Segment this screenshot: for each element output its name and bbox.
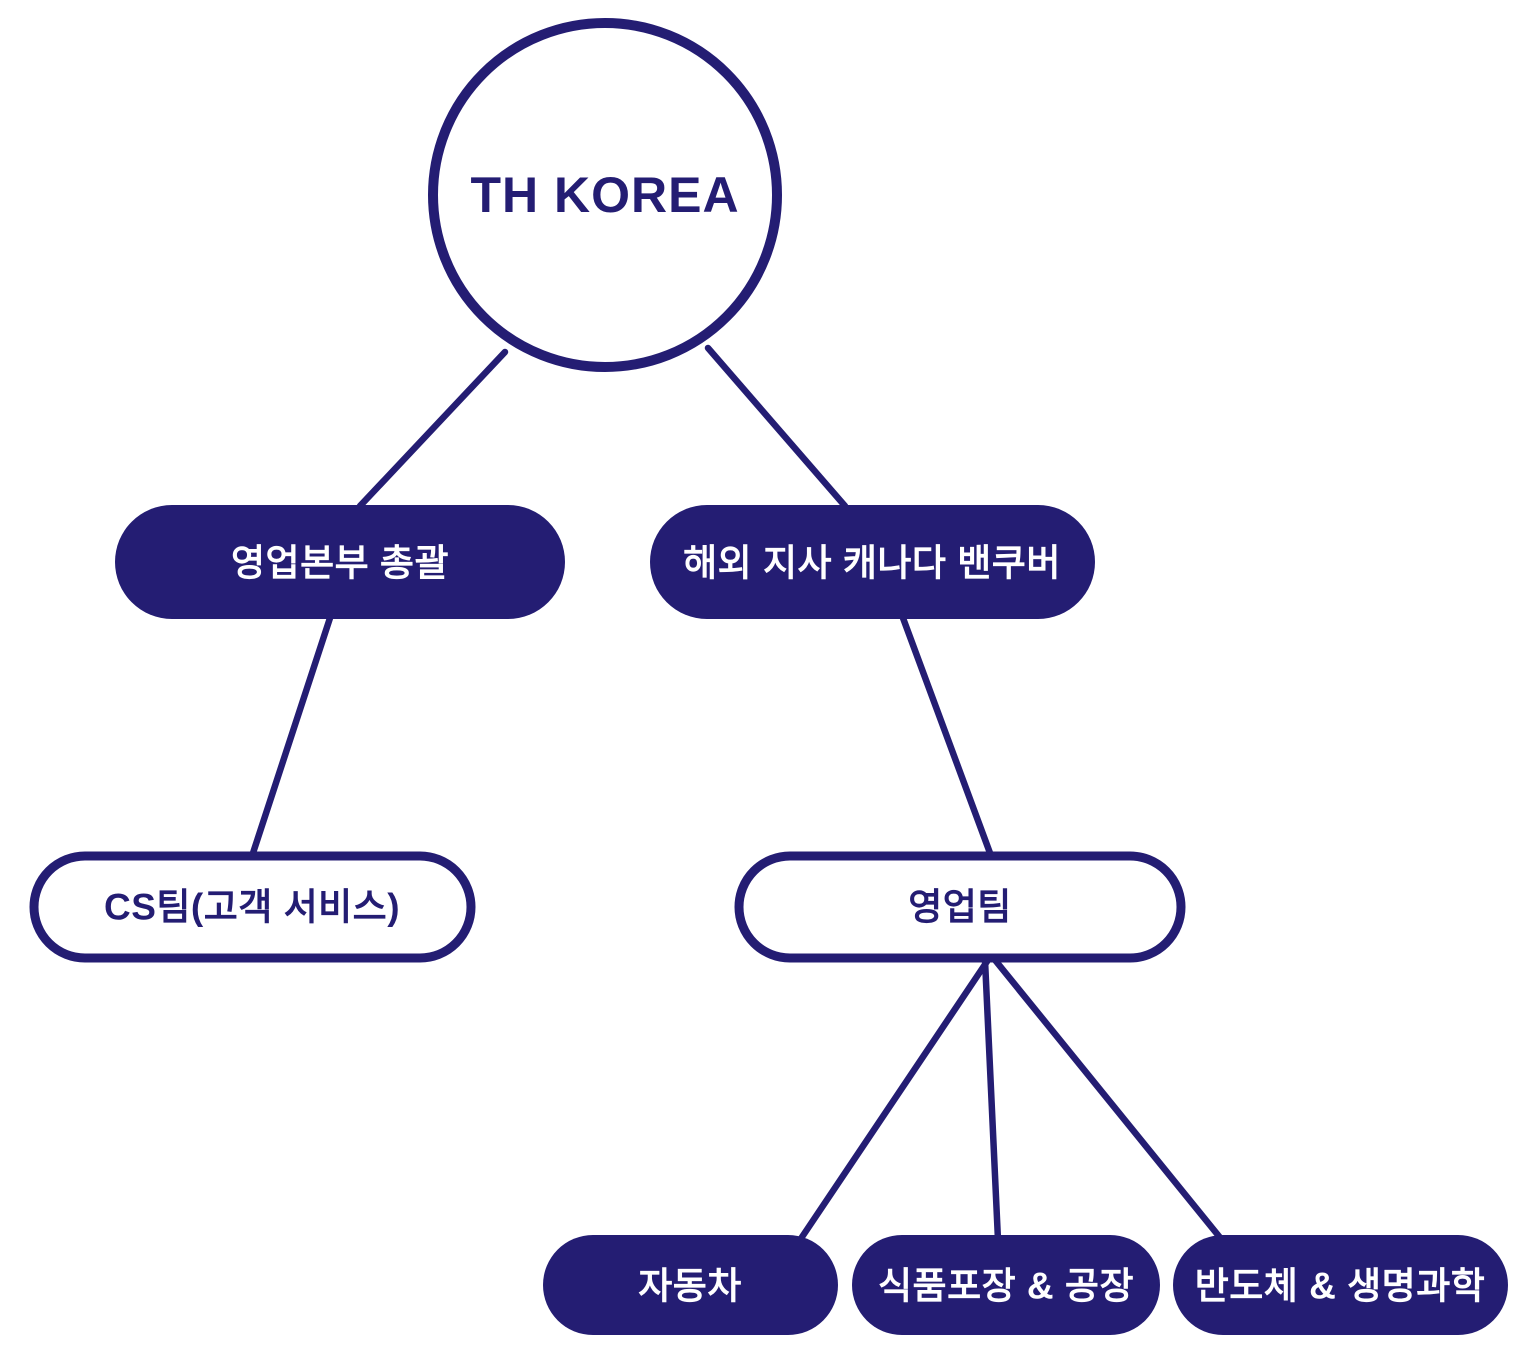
edge-root-to-overseas-branch [704,344,849,510]
node-semiconductor: 반도체 & 생명과학 [1173,1235,1508,1335]
cs-team-label: CS팀(고객 서비스) [104,887,400,928]
edge-sales-team-to-automotive [796,956,992,1244]
sales-hq-pill [115,505,565,619]
edge-sales-team-to-food-packaging [981,956,1002,1244]
node-automotive: 자동차 [543,1235,838,1335]
semiconductor-label: 반도체 & 생명과학 [1195,1266,1486,1307]
edge-root-to-sales-hq [356,348,509,510]
node-food-packaging: 식품포장 & 공장 [852,1235,1160,1335]
food-packaging-label: 식품포장 & 공장 [878,1266,1134,1307]
edge-overseas-branch-to-sales-team [899,614,994,857]
node-overseas-branch: 해외 지사 캐나다 밴쿠버 [650,505,1095,619]
node-sales-hq: 영업본부 총괄 [115,505,565,619]
food-packaging-pill [852,1235,1160,1335]
root-label: TH KOREA [470,167,739,223]
cs-team-pill [29,851,476,963]
node-root: TH KOREA [428,18,782,372]
semiconductor-pill [1173,1235,1508,1335]
sales-team-label: 영업팀 [908,887,1012,928]
edges [249,344,1226,1244]
node-sales-team: 영업팀 [734,851,1186,963]
edge-sales-hq-to-cs-team [249,614,334,857]
sales-hq-label: 영업본부 총괄 [231,543,449,584]
sales-team-pill [734,851,1186,963]
overseas-branch-label: 해외 지사 캐나다 밴쿠버 [683,543,1061,584]
edge-sales-team-to-semiconductor [991,956,1226,1244]
node-cs-team: CS팀(고객 서비스) [29,851,476,963]
automotive-pill [543,1235,838,1335]
automotive-label: 자동차 [638,1266,742,1307]
root-circle [428,18,782,372]
overseas-branch-pill [650,505,1095,619]
